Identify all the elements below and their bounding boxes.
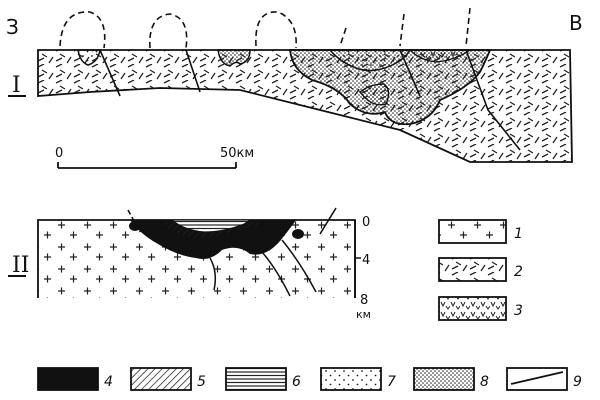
depth-unit-label: км [356, 308, 371, 321]
west-label: З [6, 15, 19, 39]
svg-text:1: 1 [514, 226, 523, 242]
faults-section-1 [99, 49, 521, 151]
black-lens-left [129, 221, 141, 231]
sediment-lower-lobe [359, 83, 390, 106]
svg-text:II: II [12, 253, 29, 278]
legend: 1 2 3 4 5 6 7 8 [37, 219, 582, 391]
svg-text:4: 4 [104, 374, 113, 390]
section-2-label: II [8, 253, 29, 278]
legend-item-8: 8 [413, 367, 489, 391]
section-1-cross-section [37, 7, 573, 163]
legend-item-5: 5 [130, 367, 206, 391]
svg-text:9: 9 [573, 374, 582, 390]
eroded-fold-arcs [59, 7, 471, 49]
volcanic-layer [408, 49, 473, 63]
svg-text:3: 3 [514, 303, 523, 319]
scale-start-label: 0 [55, 146, 63, 161]
legend-item-6: 6 [225, 367, 301, 391]
intrusive-veins [209, 239, 317, 297]
svg-text:6: 6 [292, 374, 301, 390]
legend-item-4: 4 [37, 367, 113, 391]
svg-text:8: 8 [480, 374, 489, 390]
depth-axis: 0 4 8 км [354, 215, 371, 321]
svg-text:5: 5 [197, 374, 206, 390]
legend-item-9: 9 [506, 367, 582, 391]
scale-end-label: 50км [220, 146, 254, 161]
legend-item-2: 2 [438, 257, 523, 282]
sediment-basin-small-1 [77, 49, 101, 66]
legend-item-7: 7 [320, 367, 396, 391]
section-1-label: I [8, 73, 26, 98]
sediment-basin-large [289, 49, 492, 126]
svg-text:I: I [12, 73, 21, 98]
black-lens-right [292, 229, 304, 239]
legend-item-1: 1 [438, 219, 523, 244]
scale-bar: 0 50км [55, 146, 254, 169]
east-label: В [569, 11, 583, 35]
svg-text:7: 7 [387, 374, 396, 390]
legend-item-3: 3 [438, 296, 523, 321]
depth-tick-0: 0 [362, 215, 370, 230]
depth-tick-4: 4 [362, 253, 370, 268]
sediment-basin-small-2 [217, 49, 251, 67]
depth-tick-8: 8 [360, 293, 368, 308]
svg-text:2: 2 [514, 264, 523, 280]
section-2-cross-section [37, 207, 356, 298]
